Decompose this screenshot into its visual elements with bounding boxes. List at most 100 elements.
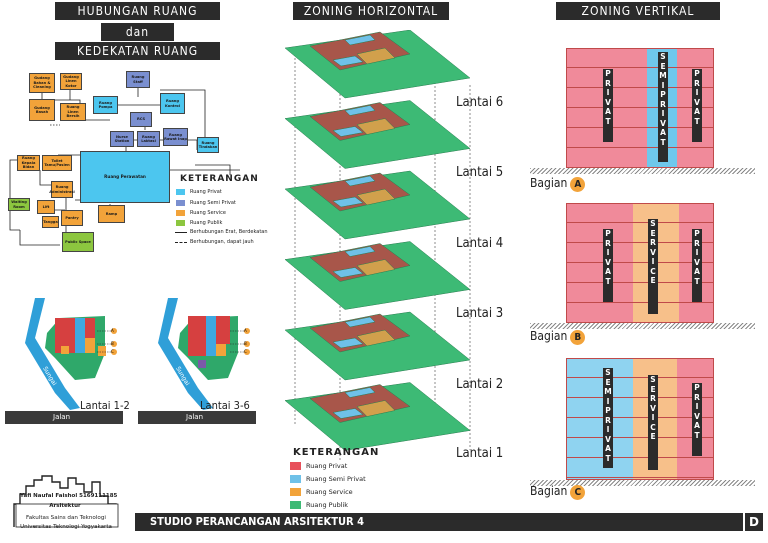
floor-label-3: Lantai 3: [456, 306, 504, 321]
site-plan-2: Sungai: [138, 298, 256, 424]
plan1-label-b: B: [111, 341, 114, 346]
node-ruang-staff: Ruang Staff: [126, 71, 150, 88]
header-kedekatan-ruang: KEDEKATAN RUANG: [55, 42, 220, 60]
node-public-space: Public Space: [62, 232, 94, 252]
faculty: Fakultas Sains dan Teknologi: [26, 515, 106, 521]
floor-label-1: Lantai 1: [456, 446, 504, 461]
zoning-swatch-service: [290, 488, 301, 496]
slab-semi-1: [344, 105, 376, 116]
floor-label-6: Lantai 6: [456, 95, 504, 110]
relationship-legend-title: Keterangan: [180, 174, 259, 184]
plan1-label-a: A: [111, 328, 114, 333]
slab-semi-2: [332, 408, 364, 419]
node-ruang-perawatan: Ruang Perawatan: [80, 151, 170, 203]
node-lift: Lift: [37, 200, 55, 214]
legend-label-publik: Ruang Publik: [190, 220, 223, 226]
plan1-caption: Lantai 1-2: [80, 399, 130, 412]
node-ramp: Ramp: [98, 205, 125, 223]
legend-dashed-line: [175, 242, 187, 243]
plan2-caption: Lantai 3-6: [200, 399, 250, 412]
bagian-a-badge: A: [570, 177, 586, 192]
node-gudang-linen-kotor: Gudang Linen Kotor: [60, 73, 82, 90]
slab-service: [356, 329, 396, 347]
legend-swatch-semi-privat: [176, 200, 185, 206]
slab-semi-1: [344, 316, 376, 328]
node-ruang-laktasi: Ruang Laktasi: [137, 131, 160, 147]
zoning-horizontal-stack: [285, 30, 471, 460]
node-ruang-administrasi: Ruang Administrasi: [49, 181, 75, 198]
legend-label-privat: Ruang Privat: [190, 189, 222, 195]
node-pantry: Pantry: [61, 210, 83, 226]
site-plan-1: Sungai: [5, 298, 123, 424]
slab-semi-2: [332, 196, 364, 208]
ground-b: [530, 323, 755, 329]
node-toilet-tamu: Toilet Tamu/Pasien: [42, 155, 72, 171]
slab-service: [356, 259, 396, 276]
slab-semi-2: [332, 55, 364, 67]
zoning-swatch-semi: [290, 475, 301, 483]
slab-service: [356, 400, 396, 417]
floor-lines-a: [566, 48, 714, 168]
plan2-label-a: A: [244, 328, 247, 333]
author-name: Yafi Naufal Faishol 5169111185: [20, 493, 118, 499]
slab-semi-1: [344, 34, 376, 46]
slab-semi-2: [332, 267, 364, 278]
zoning-label-service: Ruang Service: [306, 488, 353, 496]
floor-lines-c: [566, 358, 714, 480]
header-zoning-vertikal: ZONING VERTIKAL: [556, 2, 720, 20]
zoning-legend-title: Keterangan: [293, 447, 380, 458]
slab-semi-1: [344, 387, 376, 398]
zoning-swatch-privat: [290, 462, 301, 470]
header-dan: dan: [101, 23, 174, 41]
node-waiting-room: Waiting Room: [8, 198, 30, 211]
legend-label-service: Ruang Service: [190, 210, 226, 216]
legend-swatch-publik: [176, 220, 185, 226]
studio-title: STUDIO PERANCANGAN ARSITEKTUR 4: [150, 515, 364, 528]
legend-label-erat: Berhubungan Erat, Berdekatan: [190, 229, 268, 235]
plan2-road-label: Jalan: [186, 413, 204, 421]
zoning-label-publik: Ruang Publik: [306, 501, 349, 509]
node-ruang-kepala-bidan: Ruang Kepala Bidan: [17, 155, 40, 171]
plan1-road-label: Jalan: [53, 413, 71, 421]
floor-label-5: Lantai 5: [456, 165, 504, 180]
node-nurse-station: Nurse Station: [110, 131, 134, 147]
ground-a: [530, 168, 755, 174]
ground-c: [530, 480, 755, 486]
legend-swatch-service: [176, 210, 185, 216]
floor-label-2: Lantai 2: [456, 377, 504, 392]
node-gudang-bahan: Gudang Bahan & Cleaning: [29, 73, 55, 93]
node-ruang-pompa: Ruang Pompa: [93, 96, 118, 114]
slab-semi-1: [344, 175, 376, 187]
slab-service: [356, 188, 396, 206]
floor-label-4: Lantai 4: [456, 236, 504, 251]
author-role: Arsitektur: [49, 503, 81, 509]
skyline-icon: [13, 475, 119, 528]
node-ruang-linen-bersih: Ruang Linen Bersih: [60, 103, 86, 121]
node-ruang-kontrol: Ruang Kontrol: [160, 93, 185, 114]
slab-semi-2: [332, 337, 364, 349]
bagian-c-badge: C: [570, 485, 586, 500]
slab-service: [356, 118, 396, 135]
node-ruang-rawat-inap: Ruang Rawat Inap: [163, 128, 188, 146]
header-zoning-horizontal: ZONING HORIZONTAL: [293, 2, 449, 20]
header-hubungan-ruang: HUBUNGAN RUANG: [55, 2, 220, 20]
legend-swatch-privat: [176, 189, 185, 195]
legend-solid-line: [175, 232, 187, 233]
node-tangga: Tangga: [42, 216, 59, 228]
zoning-swatch-publik: [290, 501, 301, 509]
plan1-label-c: C: [111, 349, 114, 354]
bagian-b-badge: B: [570, 330, 586, 345]
legend-label-jauh: Berhubungan, dapat jauh: [190, 239, 254, 245]
plan2-label-b: B: [244, 341, 247, 346]
